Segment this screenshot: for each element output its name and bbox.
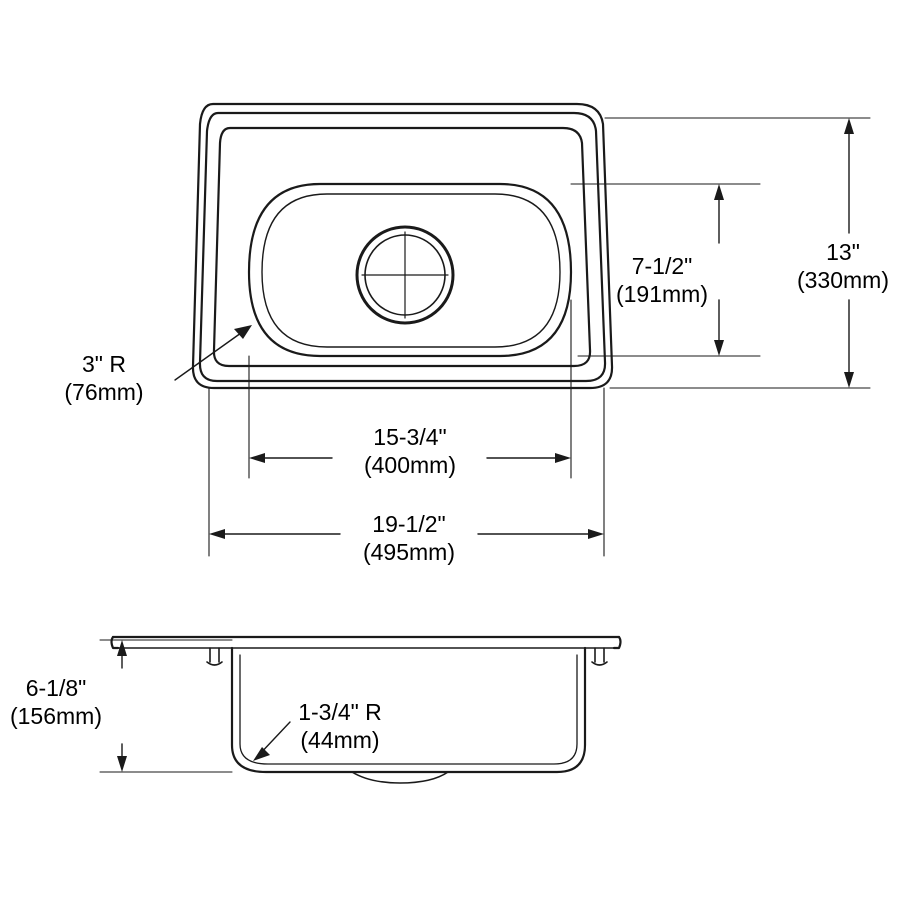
label-bowl-depth-front-to-back: 7-1/2" (191mm) [602,252,722,308]
drain-center-mark [361,231,449,319]
label-bowl-width-metric: (400mm) [363,452,456,479]
section-clip-left [206,647,223,666]
label-bowl-depth-imperial: 7-1/2" [631,253,693,279]
top-view-bowl-flange [212,126,592,368]
label-bowl-depth-metric: (191mm) [615,281,708,308]
dim-overall-depth-arrowheads [844,118,854,388]
label-overall-width: 19-1/2" (495mm) [324,510,494,566]
section-bowl-inner-line [239,654,578,765]
label-section-radius-imperial: 1-3/4" R [298,699,382,725]
label-bowl-height-imperial: 6-1/8" [25,675,87,701]
top-view-bowl-bottom [261,193,561,348]
dim-bowl-height-extension-lines [99,639,233,773]
leader-section-radius-arrowhead [253,747,270,761]
label-bowl-width-imperial: 15-3/4" [373,424,447,450]
dim-overall-width-extension-lines [208,387,605,557]
label-section-radius-metric: (44mm) [300,727,380,754]
leader-corner-radius-arrowhead [234,325,252,339]
leader-corner-radius-top [174,327,249,381]
top-view-bowl-opening [247,182,573,358]
top-view-outer-rim [191,102,614,390]
section-bowl-outline [230,646,587,774]
section-drain-bump [351,771,449,784]
dim-bowl-width-arrowheads [249,453,571,463]
label-bowl-height: 6-1/8" (156mm) [0,674,116,730]
dim-bowl-depth-arrowheads [714,184,724,356]
label-corner-radius-top-metric: (76mm) [64,379,144,406]
label-section-radius: 1-3/4" R (44mm) [250,698,430,754]
label-corner-radius-top-imperial: 3" R [82,351,126,377]
dim-overall-depth-extension-lines [604,117,871,389]
label-corner-radius-top: 3" R (76mm) [39,350,169,406]
section-clip-right [591,647,608,666]
dim-bowl-width-extension-lines [248,299,572,479]
top-view-rim-inner-line [198,111,607,383]
dim-overall-width-arrowheads [209,529,604,539]
section-rim-right-edge [612,635,622,650]
label-overall-width-metric: (495mm) [362,539,455,566]
label-overall-width-imperial: 19-1/2" [372,511,446,537]
label-overall-depth-metric: (330mm) [796,267,889,294]
label-bowl-height-metric: (156mm) [9,703,102,730]
drain-outer-circle [355,225,455,325]
dim-bowl-height-arrowheads [117,640,127,772]
section-rim-left-edge [110,635,120,650]
label-overall-depth: 13" (330mm) [786,238,900,294]
dim-bowl-depth-extension-lines [570,183,761,357]
label-overall-depth-imperial: 13" [826,239,860,265]
label-bowl-width: 15-3/4" (400mm) [330,423,490,479]
